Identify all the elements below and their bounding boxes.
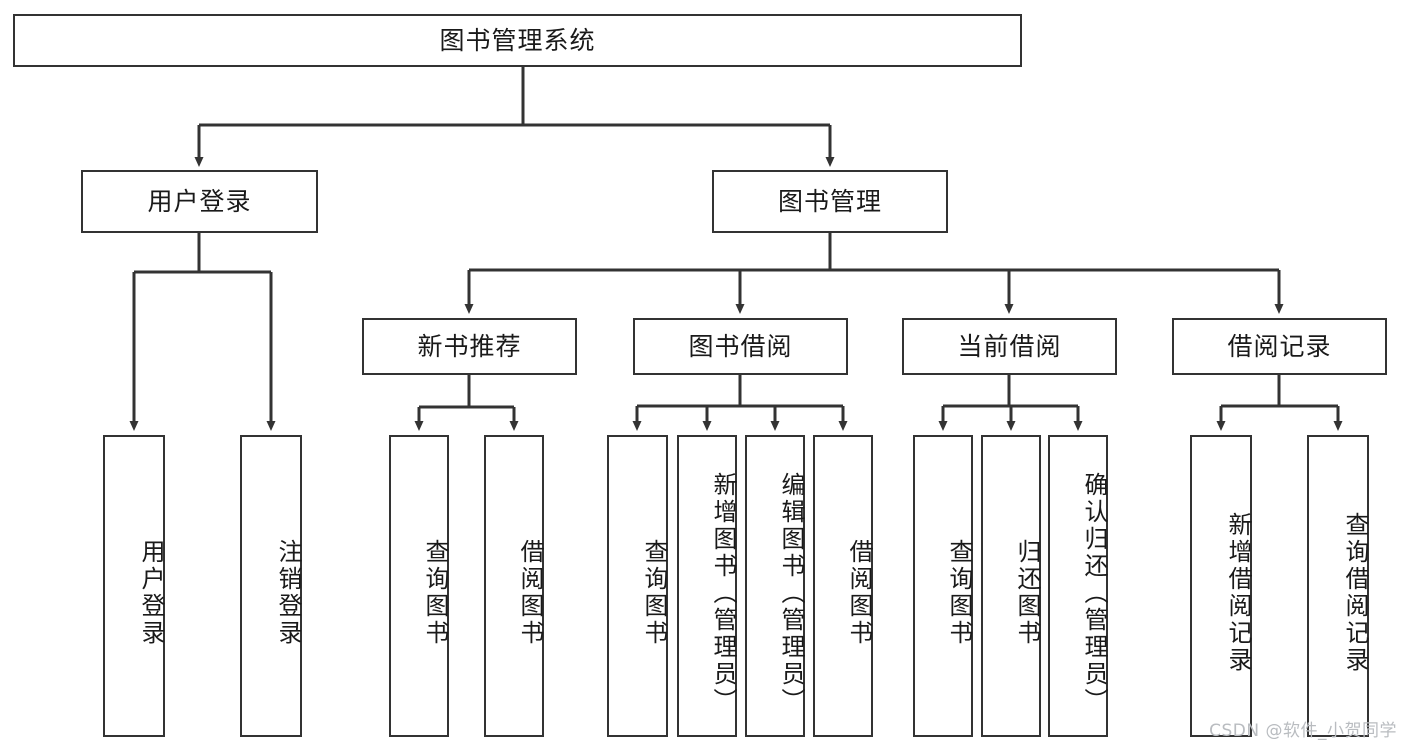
node-root[interactable]: 图书管理系统 xyxy=(13,14,1022,67)
node-label: 查询图书 xyxy=(640,539,668,647)
node-leaf-add-book[interactable]: 新增图书（管理员） xyxy=(677,435,737,737)
node-book-manage[interactable]: 图书管理 xyxy=(712,170,948,233)
node-label: 当前借阅 xyxy=(957,331,1062,361)
node-leaf-query-record[interactable]: 查询借阅记录 xyxy=(1307,435,1369,737)
node-label: 编辑图书（管理员） xyxy=(777,471,805,715)
node-label: 借阅图书 xyxy=(516,539,544,647)
node-label: 图书管理 xyxy=(777,186,882,216)
node-label: 注销登录 xyxy=(274,539,302,647)
node-label: 借阅图书 xyxy=(845,539,873,647)
node-label: 借阅记录 xyxy=(1227,331,1332,361)
node-book-borrow[interactable]: 图书借阅 xyxy=(633,318,848,375)
node-label: 图书借阅 xyxy=(688,331,793,361)
node-label: 查询借阅记录 xyxy=(1341,512,1369,674)
node-leaf-confirm-return[interactable]: 确认归还（管理员） xyxy=(1048,435,1108,737)
node-label: 新增图书（管理员） xyxy=(709,471,737,715)
node-new-book-recommend[interactable]: 新书推荐 xyxy=(362,318,577,375)
csdn-watermark: CSDN @软件_小贺同学 xyxy=(1209,721,1397,741)
node-leaf-user-login[interactable]: 用户登录 xyxy=(103,435,165,737)
node-label: 用户登录 xyxy=(147,186,252,216)
node-label: 查询图书 xyxy=(421,539,449,647)
node-label: 用户登录 xyxy=(137,539,165,647)
node-label: 确认归还（管理员） xyxy=(1080,471,1108,715)
node-label: 查询图书 xyxy=(945,539,973,647)
node-leaf-return-book[interactable]: 归还图书 xyxy=(981,435,1041,737)
node-leaf-borrow-book-2[interactable]: 借阅图书 xyxy=(813,435,873,737)
node-leaf-edit-book[interactable]: 编辑图书（管理员） xyxy=(745,435,805,737)
node-label: 新增借阅记录 xyxy=(1224,512,1252,674)
node-leaf-query-book-3[interactable]: 查询图书 xyxy=(913,435,973,737)
node-leaf-query-book-1[interactable]: 查询图书 xyxy=(389,435,449,737)
node-label: 归还图书 xyxy=(1013,539,1041,647)
node-current-borrow[interactable]: 当前借阅 xyxy=(902,318,1117,375)
node-borrow-record[interactable]: 借阅记录 xyxy=(1172,318,1387,375)
node-user-login[interactable]: 用户登录 xyxy=(81,170,318,233)
node-leaf-query-book-2[interactable]: 查询图书 xyxy=(607,435,668,737)
node-label: 图书管理系统 xyxy=(439,25,596,55)
node-leaf-add-record[interactable]: 新增借阅记录 xyxy=(1190,435,1252,737)
node-leaf-logout[interactable]: 注销登录 xyxy=(240,435,302,737)
node-label: 新书推荐 xyxy=(417,331,522,361)
node-leaf-borrow-book-1[interactable]: 借阅图书 xyxy=(484,435,544,737)
